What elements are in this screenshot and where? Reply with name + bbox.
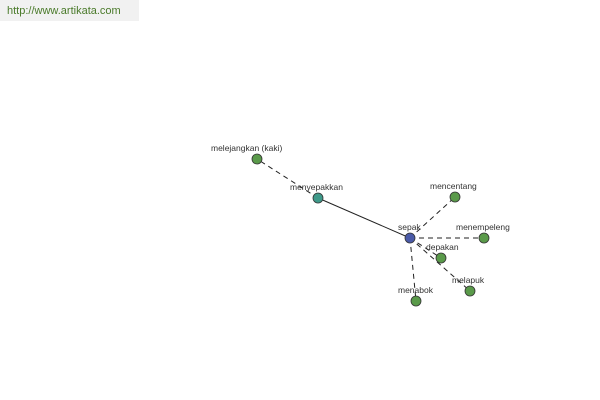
node-label-depakan[interactable]: depakan: [426, 242, 459, 252]
node-menyepakkan[interactable]: [312, 192, 324, 204]
source-link-bar: http://www.artikata.com: [0, 0, 139, 21]
node-label-sepak[interactable]: sepak: [398, 222, 421, 232]
node-label-melejangkan[interactable]: melejangkan (kaki): [211, 143, 283, 153]
node-melejangkan[interactable]: [251, 153, 263, 165]
node-menabok[interactable]: [410, 295, 422, 307]
node-sepak[interactable]: [404, 232, 416, 244]
node-label-melapuk[interactable]: melapuk: [452, 275, 485, 285]
node-label-menyepakkan[interactable]: menyepakkan: [290, 182, 343, 192]
edge-menyepakkan-melejangkan: [256, 158, 319, 199]
edge-sepak-menabok: [409, 237, 417, 302]
graph-edges: [256, 158, 484, 302]
edge-sepak-depakan: [409, 237, 442, 259]
node-depakan[interactable]: [435, 252, 447, 264]
graph-nodes: [251, 153, 490, 307]
edge-sepak-menyepakkan: [317, 197, 411, 239]
node-mencentang[interactable]: [449, 191, 461, 203]
source-link[interactable]: http://www.artikata.com: [7, 5, 121, 17]
node-label-mencentang[interactable]: mencentang: [430, 181, 477, 191]
edge-sepak-mencentang: [409, 196, 456, 239]
node-melapuk[interactable]: [464, 285, 476, 297]
node-menempeleng[interactable]: [478, 232, 490, 244]
edge-sepak-melapuk: [409, 237, 471, 292]
graph-labels: sepak menyepakkan melejangkan (kaki) mencen…: [211, 143, 510, 295]
node-label-menabok[interactable]: menabok: [398, 285, 434, 295]
node-label-menempeleng[interactable]: menempeleng: [456, 222, 510, 232]
